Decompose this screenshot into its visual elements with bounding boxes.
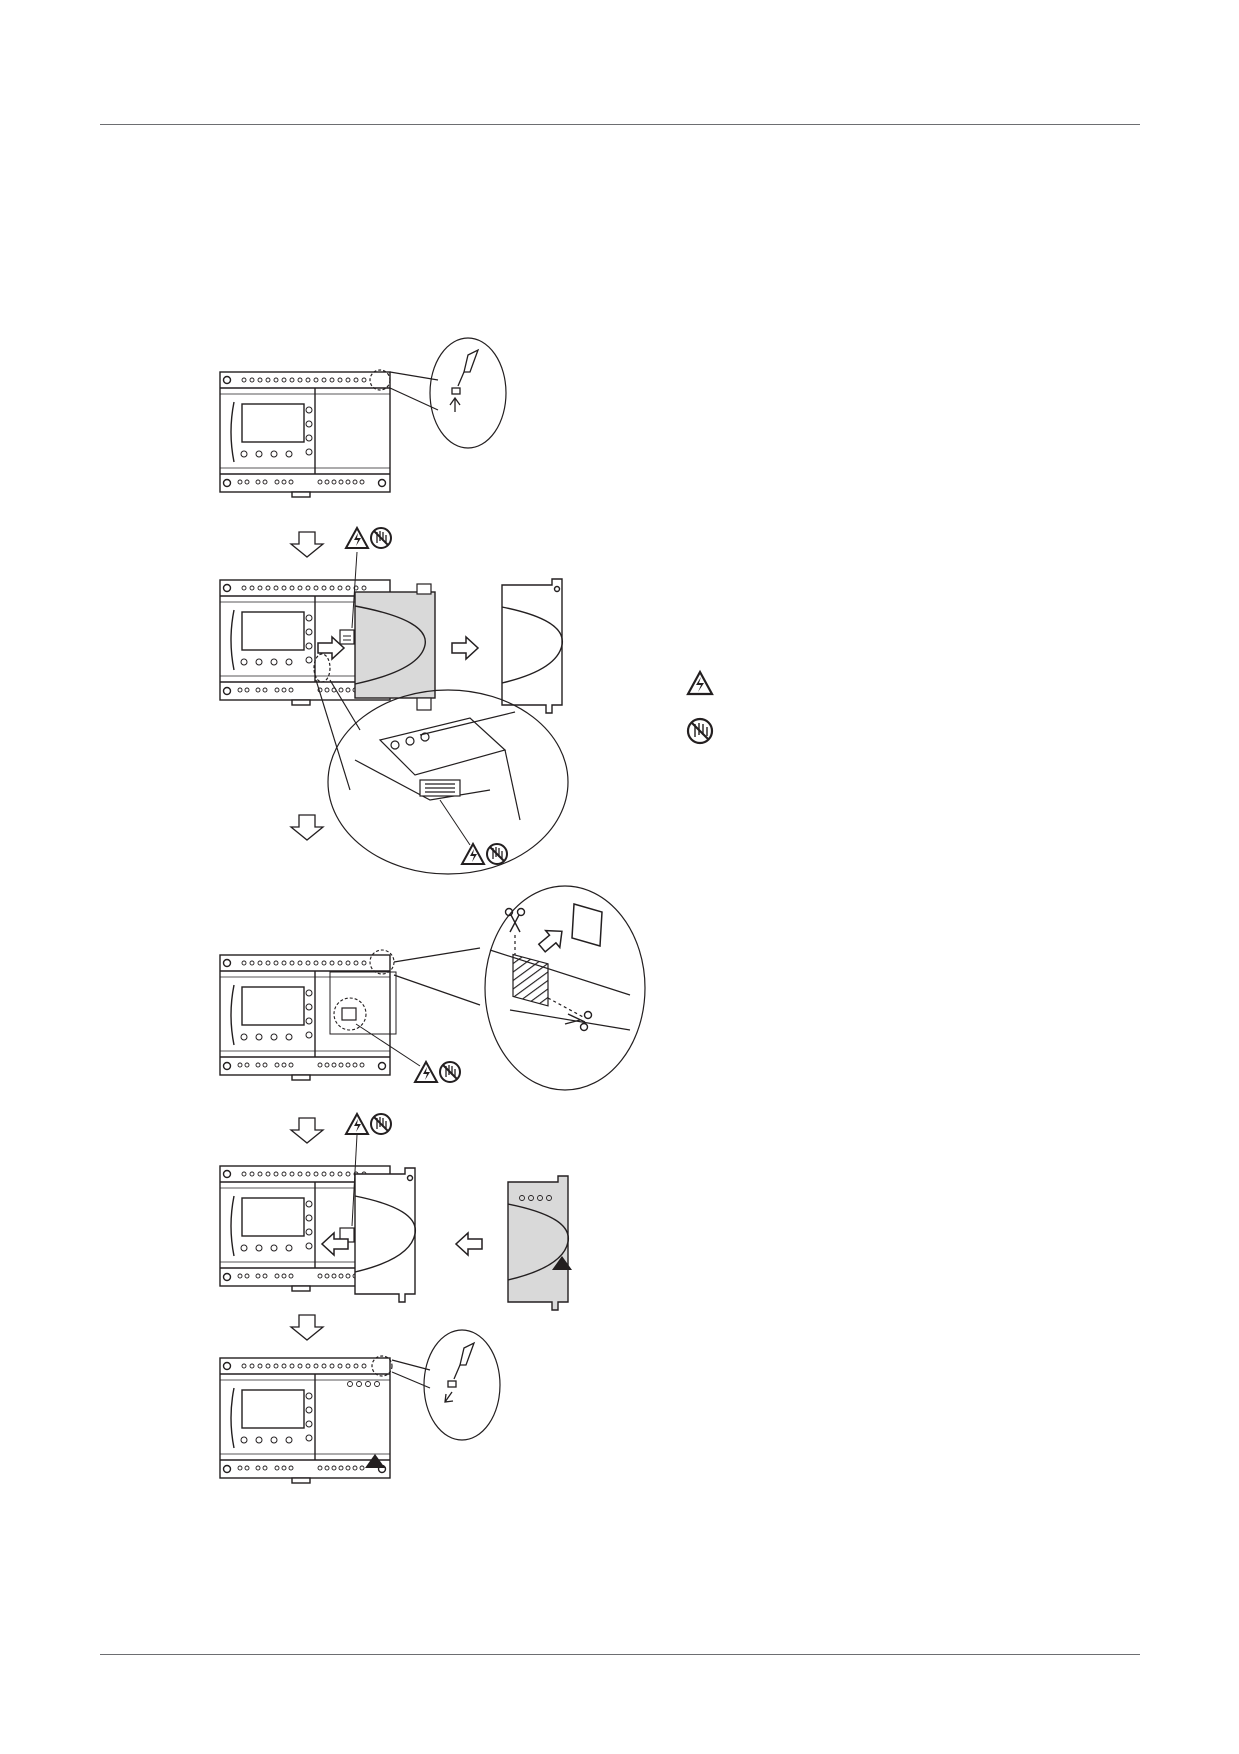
step2-controller bbox=[219, 551, 436, 711]
screwdriver-icon bbox=[444, 1341, 476, 1403]
removed-cover bbox=[501, 578, 564, 714]
arrow-right-icon bbox=[534, 922, 570, 958]
scissors-icon bbox=[564, 1010, 593, 1032]
step5-controller bbox=[219, 1357, 391, 1484]
step3-controller bbox=[219, 949, 421, 1081]
voltage-warning-icon bbox=[345, 527, 392, 549]
arrow-down-icon bbox=[290, 1314, 324, 1341]
screwdriver-icon bbox=[449, 348, 480, 412]
voltage-warning-icon bbox=[461, 843, 508, 865]
step1-controller bbox=[219, 371, 391, 498]
arrow-down-icon bbox=[290, 531, 324, 558]
voltage-warning-icon bbox=[345, 1113, 392, 1135]
step2-zoom-callout bbox=[313, 653, 569, 875]
step5-zoom-callout bbox=[371, 1329, 501, 1441]
step3-zoom-callout bbox=[393, 885, 646, 1091]
arrow-right-icon bbox=[451, 636, 479, 660]
arrow-left-icon bbox=[455, 1232, 483, 1256]
legend-voltage-warning-icon bbox=[686, 669, 714, 696]
voltage-warning-icon bbox=[414, 1061, 461, 1083]
scissors-icon bbox=[504, 907, 526, 933]
footer-rule bbox=[100, 1654, 1140, 1655]
header-rule bbox=[100, 124, 1140, 125]
step4-controller bbox=[219, 1134, 417, 1303]
step1-zoom-callout bbox=[369, 337, 507, 449]
extension-module bbox=[507, 1175, 572, 1311]
arrow-down-icon bbox=[290, 1117, 324, 1144]
arrow-down-icon bbox=[290, 814, 324, 841]
legend-no-touch-icon bbox=[686, 717, 714, 745]
